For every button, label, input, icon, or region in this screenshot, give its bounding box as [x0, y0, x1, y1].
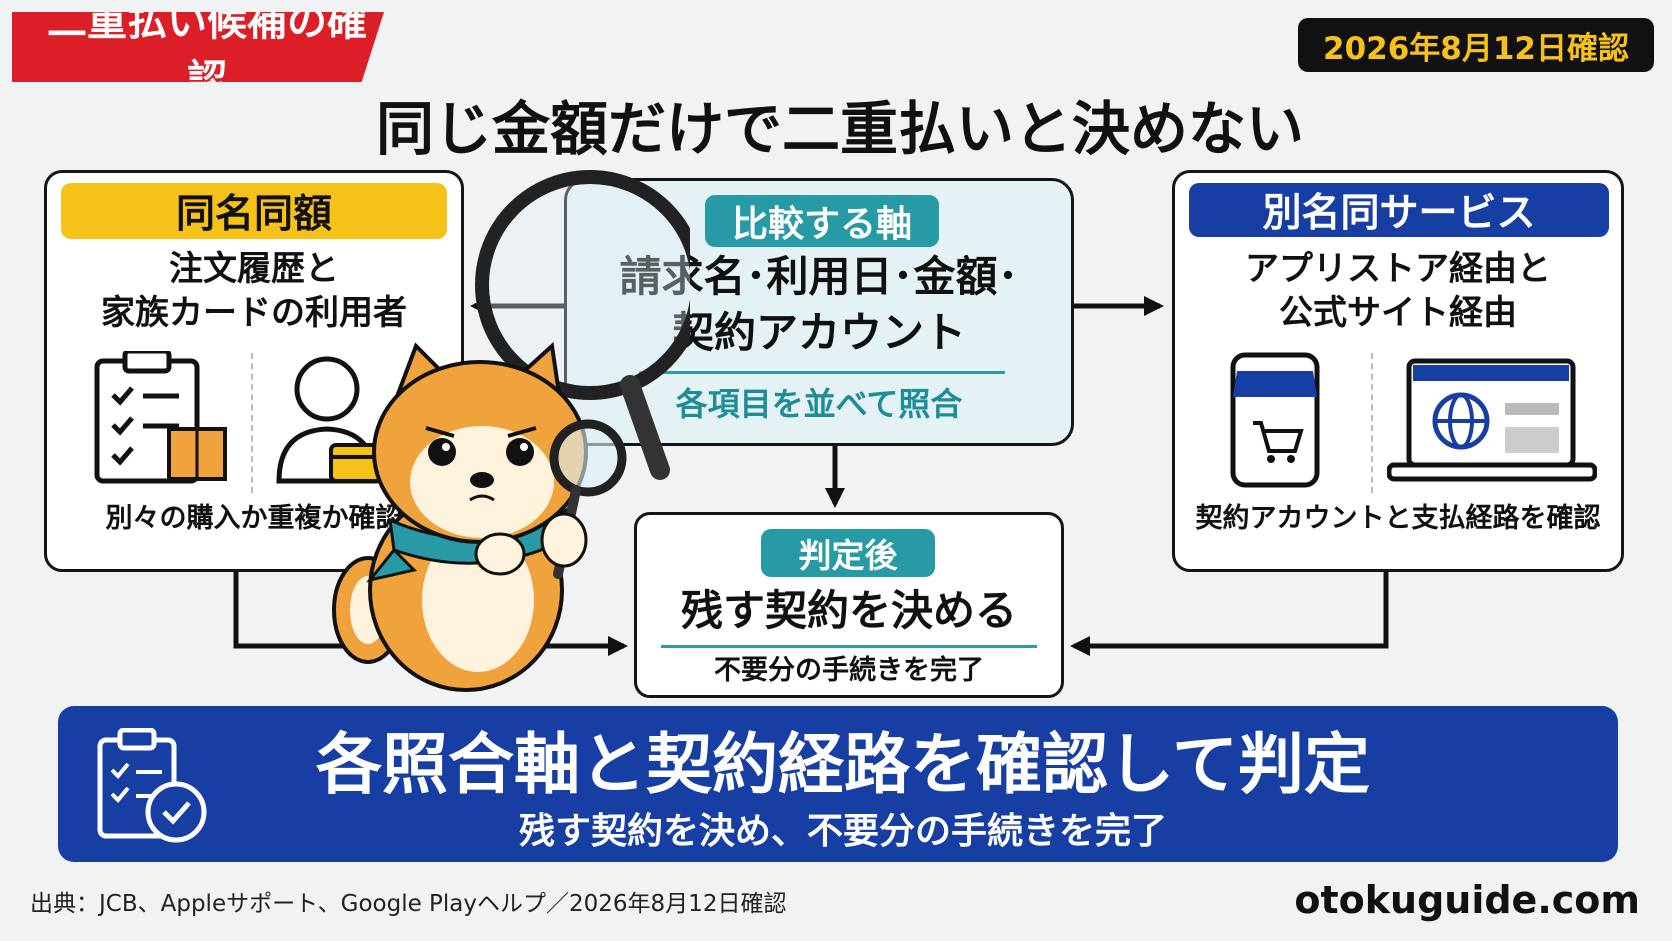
after-card-label: 判定後 [761, 529, 935, 577]
left-card-label: 同名同額 [61, 183, 447, 239]
smartphone-store-icon [1230, 352, 1320, 488]
footer-headline: 各照合軸と契約経路を確認して判定 [315, 726, 1371, 803]
right-card-text-1: アプリストア経由と [1245, 248, 1551, 289]
after-card-note: 不要分の手続きを完了 [714, 654, 984, 686]
left-card: 同名同額 注文履歴と 家族カードの利用者 別々の購入か重複か確認 [44, 170, 464, 572]
clipboard-checklist-icon [94, 351, 227, 484]
shiba-mascot [332, 170, 690, 692]
after-card: 判定後 残す契約を決める 不要分の手続きを完了 [634, 512, 1064, 698]
center-card-text-2: 契約アカウント [671, 307, 966, 357]
center-card-divider [639, 371, 1005, 374]
site-url: otokuguide.com [1294, 878, 1640, 922]
right-card-divider [1371, 353, 1373, 493]
date-badge: 2026年8月12日確認 [1298, 18, 1654, 72]
right-card-text-2: 公式サイト経由 [1279, 292, 1517, 333]
center-card-note: 各項目を並べて照合 [675, 385, 963, 423]
arrow-right-to-after [1070, 572, 1389, 656]
corner-tag: 二重払い候補の確認 [12, 12, 384, 82]
left-card-note: 別々の購入か重複か確認 [105, 502, 403, 534]
source-note: 出典：JCB、Appleサポート、Google Playヘルプ／2026年8月1… [30, 891, 787, 917]
footer-band: 各照合軸と契約経路を確認して判定 残す契約を決め、不要分の手続きを完了 [58, 706, 1618, 862]
left-card-text-2: 家族カードの利用者 [101, 292, 407, 333]
center-card: 比較する軸 請求名･利用日･金額･ 契約アカウント 各項目を並べて照合 [564, 178, 1074, 446]
laptop-globe-icon [1387, 358, 1597, 482]
center-card-label: 比較する軸 [705, 195, 939, 247]
after-card-divider [661, 645, 1037, 648]
page-title: 同じ金額だけで二重払いと決めない [375, 95, 1304, 163]
left-card-text-1: 注文履歴と [169, 248, 339, 289]
after-card-main: 残す契約を決める [680, 585, 1017, 635]
center-card-text-1: 請求名･利用日･金額･ [619, 251, 1019, 301]
right-card: 別名同サービス アプリストア経由と 公式サイト経由 契約アカウントと支払経路を確… [1172, 170, 1624, 572]
right-card-label: 別名同サービス [1189, 183, 1609, 237]
footer-subline: 残す契約を決め、不要分の手続きを完了 [518, 811, 1167, 852]
left-card-divider [251, 353, 253, 493]
right-card-note: 契約アカウントと支払経路を確認 [1195, 502, 1601, 534]
checklist-badge-icon [97, 728, 207, 843]
magnifier-icon [475, 170, 690, 480]
